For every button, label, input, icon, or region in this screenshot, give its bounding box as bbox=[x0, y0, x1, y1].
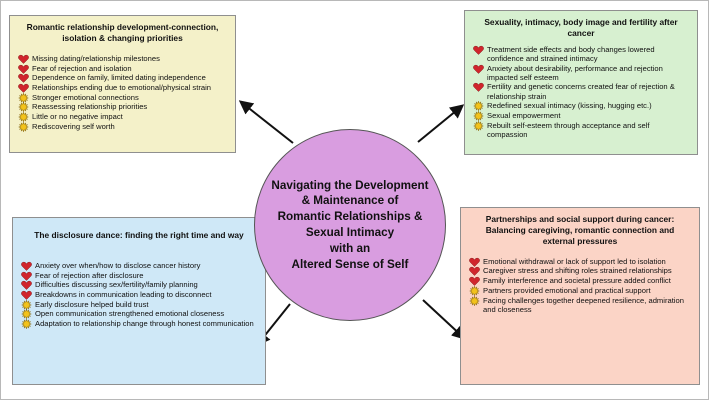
star-burst-icon bbox=[469, 295, 480, 306]
theme-item-text: Emotional withdrawal or lack of support … bbox=[483, 256, 666, 266]
theme-item-text: Anxiety over when/how to disclose cancer… bbox=[35, 260, 201, 270]
central-theme-title: Navigating the Development & Maintenance… bbox=[271, 178, 429, 271]
star-burst-icon bbox=[473, 120, 484, 131]
theme-item: Anxiety about desirability, performance … bbox=[473, 64, 689, 82]
theme-item-text: Reassessing relationship priorities bbox=[32, 102, 148, 112]
theme-item-text: Sexual empowerment bbox=[487, 110, 561, 120]
theme-item: Little or no negative impact bbox=[18, 112, 227, 123]
star-burst-icon bbox=[18, 121, 29, 132]
theme-items: Anxiety over when/how to disclose cancer… bbox=[21, 260, 257, 330]
theme-item: Adaptation to relationship change throug… bbox=[21, 319, 257, 330]
heart-icon bbox=[473, 45, 484, 55]
theme-item: Anxiety over when/how to disclose cancer… bbox=[21, 260, 257, 271]
star-burst-icon bbox=[21, 319, 32, 330]
star-burst-icon bbox=[21, 299, 32, 310]
theme-item: Partners provided emotional and practica… bbox=[469, 285, 691, 296]
theme-item: Reassessing relationship priorities bbox=[18, 102, 227, 113]
heart-icon bbox=[469, 267, 480, 277]
theme-item: Redefined sexual intimacy (kissing, hugg… bbox=[473, 101, 689, 112]
heart-icon bbox=[473, 83, 484, 93]
theme-box-partnerships-support: Partnerships and social support during c… bbox=[460, 207, 700, 385]
theme-item-text: Rebuilt self-esteem through acceptance a… bbox=[487, 120, 650, 139]
heart-icon bbox=[18, 64, 29, 74]
theme-box-relationship-development: Romantic relationship development-connec… bbox=[9, 15, 236, 153]
theme-item: Stronger emotional connections bbox=[18, 92, 227, 103]
star-burst-icon bbox=[469, 285, 480, 296]
heart-icon bbox=[21, 271, 32, 281]
theme-item-text: Facing challenges together deepened resi… bbox=[483, 295, 684, 314]
theme-item-text: Difficulties discussing sex/fertility/fa… bbox=[35, 280, 198, 290]
theme-item: Early disclosure helped build trust bbox=[21, 299, 257, 310]
star-burst-icon bbox=[18, 92, 29, 103]
theme-item-text: Fear of rejection after disclosure bbox=[35, 270, 144, 280]
theme-box-disclosure: The disclosure dance: finding the right … bbox=[12, 217, 266, 385]
heart-icon bbox=[18, 74, 29, 84]
theme-item-text: Little or no negative impact bbox=[32, 112, 123, 122]
heart-icon bbox=[21, 261, 32, 271]
theme-item-text: Fertility and genetic concerns created f… bbox=[487, 82, 675, 101]
theme-item-text: Relationships ending due to emotional/ph… bbox=[32, 82, 211, 92]
theme-item-text: Partners provided emotional and practica… bbox=[483, 285, 651, 295]
star-burst-icon bbox=[473, 101, 484, 112]
arrow-to-bottom-right bbox=[422, 299, 467, 340]
theme-item-text: Open communication strengthened emotiona… bbox=[35, 309, 225, 319]
arrow-to-top-right bbox=[417, 104, 465, 143]
theme-item: Sexual empowerment bbox=[473, 110, 689, 121]
theme-item: Fear of rejection and isolation bbox=[18, 63, 227, 74]
theme-item: Family interference and societal pressur… bbox=[469, 276, 691, 287]
theme-item: Breakdowns in communication leading to d… bbox=[21, 290, 257, 300]
theme-item-text: Breakdowns in communication leading to d… bbox=[35, 290, 212, 300]
heart-icon bbox=[21, 281, 32, 291]
theme-item: Fear of rejection after disclosure bbox=[21, 270, 257, 281]
theme-item-text: Early disclosure helped build trust bbox=[35, 299, 149, 309]
star-burst-icon bbox=[18, 102, 29, 113]
theme-item: Dependence on family, limited dating ind… bbox=[18, 73, 227, 84]
arrow-to-top-left bbox=[238, 100, 294, 144]
theme-item-text: Treatment side effects and body changes … bbox=[487, 44, 655, 63]
theme-item: Fertility and genetic concerns created f… bbox=[473, 82, 689, 101]
theme-item-text: Adaptation to relationship change throug… bbox=[35, 319, 254, 329]
theme-title: Partnerships and social support during c… bbox=[485, 214, 675, 246]
heart-icon bbox=[18, 54, 29, 64]
star-burst-icon bbox=[473, 110, 484, 121]
theme-item: Missing dating/relationship milestones bbox=[18, 53, 227, 64]
theme-item: Facing challenges together deepened resi… bbox=[469, 295, 691, 314]
heart-icon bbox=[469, 277, 480, 287]
heart-icon bbox=[473, 64, 484, 74]
theme-items: Emotional withdrawal or lack of support … bbox=[469, 257, 691, 314]
theme-item: Caregiver stress and shifting roles stra… bbox=[469, 266, 691, 277]
star-burst-icon bbox=[21, 309, 32, 320]
theme-item-text: Fear of rejection and isolation bbox=[32, 63, 132, 73]
theme-item: Treatment side effects and body changes … bbox=[473, 45, 689, 63]
theme-title: Sexuality, intimacy, body image and fert… bbox=[484, 17, 678, 38]
theme-item-text: Rediscovering self worth bbox=[32, 121, 115, 131]
theme-title: The disclosure dance: finding the right … bbox=[34, 230, 244, 240]
theme-item: Rediscovering self worth bbox=[18, 121, 227, 132]
theme-item-text: Missing dating/relationship milestones bbox=[32, 53, 160, 63]
theme-item: Emotional withdrawal or lack of support … bbox=[469, 256, 691, 267]
theme-item: Relationships ending due to emotional/ph… bbox=[18, 82, 227, 93]
theme-box-sexuality-intimacy: Sexuality, intimacy, body image and fert… bbox=[464, 10, 698, 155]
theme-title: Romantic relationship development-connec… bbox=[26, 22, 219, 43]
theme-items: Treatment side effects and body changes … bbox=[473, 45, 689, 139]
theme-item-text: Dependence on family, limited dating ind… bbox=[32, 73, 206, 83]
theme-item-text: Caregiver stress and shifting roles stra… bbox=[483, 266, 672, 276]
theme-item-text: Family interference and societal pressur… bbox=[483, 276, 671, 286]
heart-icon bbox=[469, 257, 480, 267]
theme-item: Open communication strengthened emotiona… bbox=[21, 309, 257, 320]
theme-item-text: Anxiety about desirability, performance … bbox=[487, 63, 663, 82]
central-theme-circle: Navigating the Development & Maintenance… bbox=[254, 129, 446, 321]
theme-item-text: Redefined sexual intimacy (kissing, hugg… bbox=[487, 101, 652, 111]
theme-item: Rebuilt self-esteem through acceptance a… bbox=[473, 120, 689, 139]
star-burst-icon bbox=[18, 112, 29, 123]
theme-item: Difficulties discussing sex/fertility/fa… bbox=[21, 280, 257, 291]
heart-icon bbox=[21, 290, 32, 300]
heart-icon bbox=[18, 83, 29, 93]
theme-item-text: Stronger emotional connections bbox=[32, 92, 139, 102]
